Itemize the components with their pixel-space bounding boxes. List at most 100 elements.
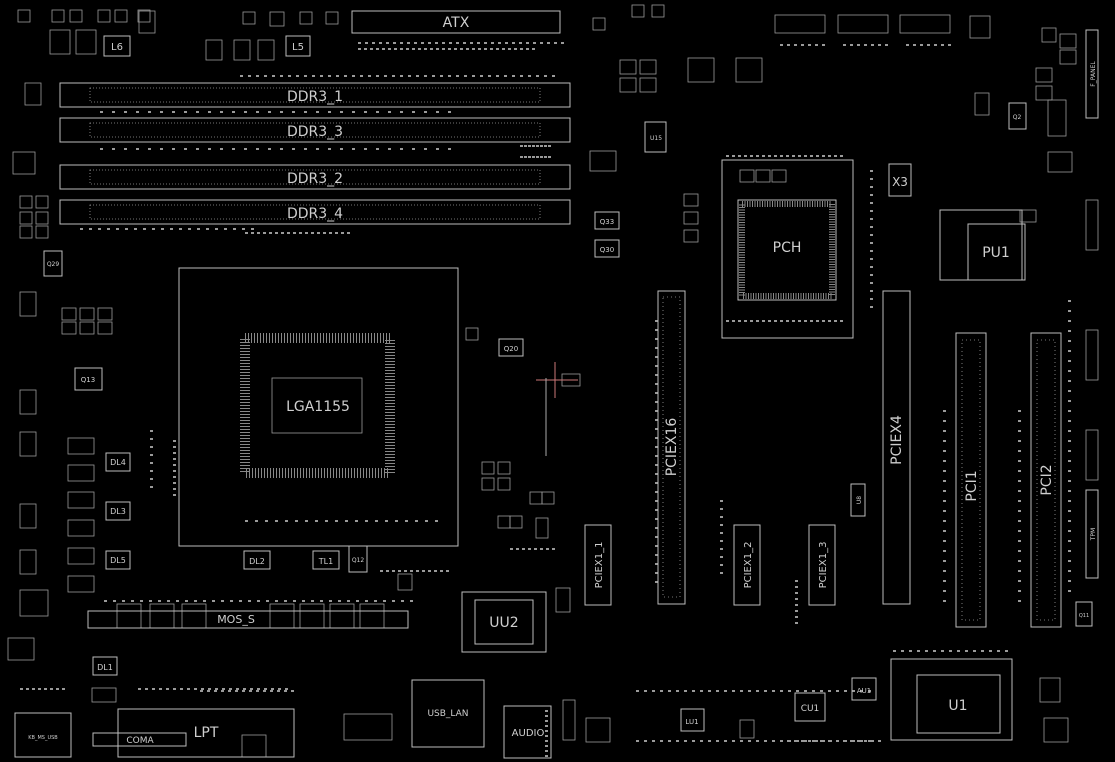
smd-pad	[636, 740, 639, 742]
smd-pad	[655, 536, 658, 538]
smd-pad	[472, 75, 475, 77]
smd-component	[687, 57, 715, 83]
smd-pad	[1068, 380, 1071, 382]
smd-pad	[545, 730, 548, 732]
smd-pad	[526, 42, 529, 44]
smd-pad	[407, 42, 410, 44]
smd-pad	[804, 155, 807, 157]
smd-pad	[524, 156, 527, 158]
smd-component	[269, 603, 295, 629]
smd-pad	[815, 740, 818, 742]
smd-pad	[780, 44, 783, 46]
smd-pad	[496, 75, 499, 77]
smd-pad	[428, 42, 431, 44]
smd-pad	[840, 155, 843, 157]
smd-pad	[787, 44, 790, 46]
audio-connector: AUDIO	[503, 705, 552, 759]
inductor-dl1: DL1	[92, 656, 118, 676]
smd-component	[79, 307, 95, 321]
smd-pad	[304, 111, 307, 113]
smd-pad	[852, 740, 855, 742]
smd-pad	[104, 600, 107, 602]
smd-pad	[536, 145, 539, 147]
smd-pad	[257, 232, 260, 234]
smd-component	[639, 59, 657, 75]
smd-pad	[774, 155, 777, 157]
smd-pad	[112, 148, 115, 150]
svg-text:DDR3_3: DDR3_3	[287, 124, 343, 140]
smd-pad	[1068, 560, 1071, 562]
smd-pad	[98, 228, 101, 230]
smd-component	[1041, 27, 1057, 43]
smd-pad	[816, 320, 819, 322]
smd-pad	[152, 228, 155, 230]
smd-pad	[795, 616, 798, 618]
smd-pad	[432, 75, 435, 77]
smd-component	[233, 39, 251, 61]
smd-pad	[376, 148, 379, 150]
smd-pad	[197, 228, 200, 230]
smd-pad	[941, 44, 944, 46]
smd-component	[19, 195, 33, 209]
smd-component	[755, 169, 771, 183]
smd-pad	[756, 155, 759, 157]
smd-component	[61, 321, 77, 335]
smd-pad	[528, 145, 531, 147]
smd-pad	[792, 320, 795, 322]
smd-component	[97, 9, 111, 23]
smd-component	[24, 82, 42, 106]
smd-pad	[150, 430, 153, 432]
smd-pad	[870, 290, 873, 292]
smd-pad	[732, 690, 735, 692]
smd-pad	[927, 44, 930, 46]
smd-pad	[544, 156, 547, 158]
smd-pad	[981, 650, 984, 652]
svg-text:U8: U8	[856, 496, 863, 504]
smd-pad	[870, 186, 873, 188]
smd-pad	[44, 688, 47, 690]
smd-pad	[795, 622, 798, 624]
smd-pad	[526, 48, 529, 50]
smd-pad	[780, 320, 783, 322]
smd-pad	[221, 690, 224, 692]
smd-pad	[828, 320, 831, 322]
smd-pad	[356, 600, 359, 602]
smd-pad	[150, 470, 153, 472]
smd-pad	[379, 42, 382, 44]
svg-text:DDR3_2: DDR3_2	[287, 171, 343, 187]
smd-pad	[534, 548, 537, 550]
smd-component	[19, 503, 37, 529]
smd-component	[241, 734, 267, 758]
smd-pad	[173, 458, 176, 460]
svg-text:USB_LAN: USB_LAN	[427, 709, 468, 719]
smd-pad	[933, 650, 936, 652]
smd-pad	[524, 145, 527, 147]
smd-pad	[1068, 350, 1071, 352]
smd-pad	[943, 500, 946, 502]
smd-pad	[720, 500, 723, 502]
smd-pad	[392, 570, 395, 572]
smd-pad	[943, 550, 946, 552]
smd-component	[771, 169, 787, 183]
smd-pad	[552, 548, 555, 550]
smd-pad	[20, 688, 23, 690]
smd-pad	[504, 75, 507, 77]
smd-pad	[1018, 560, 1021, 562]
smd-component	[19, 225, 33, 239]
smd-pad	[796, 690, 799, 692]
smd-pad	[264, 688, 267, 690]
smd-pad	[352, 75, 355, 77]
smd-pad	[655, 572, 658, 574]
smd-pad	[1068, 480, 1071, 482]
smd-component	[1085, 429, 1099, 481]
smd-component	[1059, 33, 1077, 49]
smd-pad	[1068, 580, 1071, 582]
smd-pad	[134, 228, 137, 230]
svg-text:MOS_S: MOS_S	[217, 613, 255, 626]
smd-pad	[184, 111, 187, 113]
smd-pad	[194, 688, 197, 690]
smd-pad	[257, 600, 260, 602]
svg-text:AU1: AU1	[857, 687, 871, 695]
smd-pad	[370, 48, 373, 50]
smd-component	[114, 9, 128, 23]
